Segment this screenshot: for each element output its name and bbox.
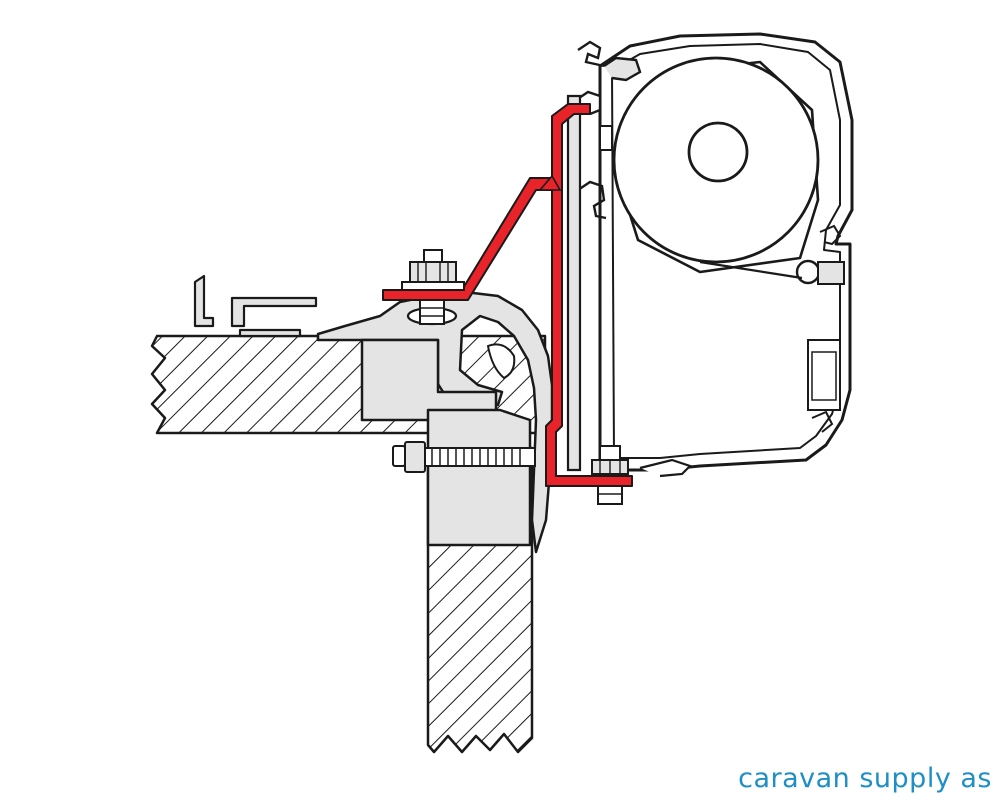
fabric-roller <box>612 56 820 280</box>
watermark: caravan supply as <box>738 763 992 794</box>
roof-fitting <box>193 274 318 338</box>
bottom-nut-bolt <box>591 445 629 505</box>
roller-axle <box>687 121 749 183</box>
clamp-block <box>360 338 498 422</box>
rail-channel <box>486 343 516 380</box>
top-nut-bolt <box>401 249 465 325</box>
through-bolt <box>392 441 536 473</box>
spacer-block <box>426 408 532 547</box>
front-bar-pivot <box>795 259 821 285</box>
